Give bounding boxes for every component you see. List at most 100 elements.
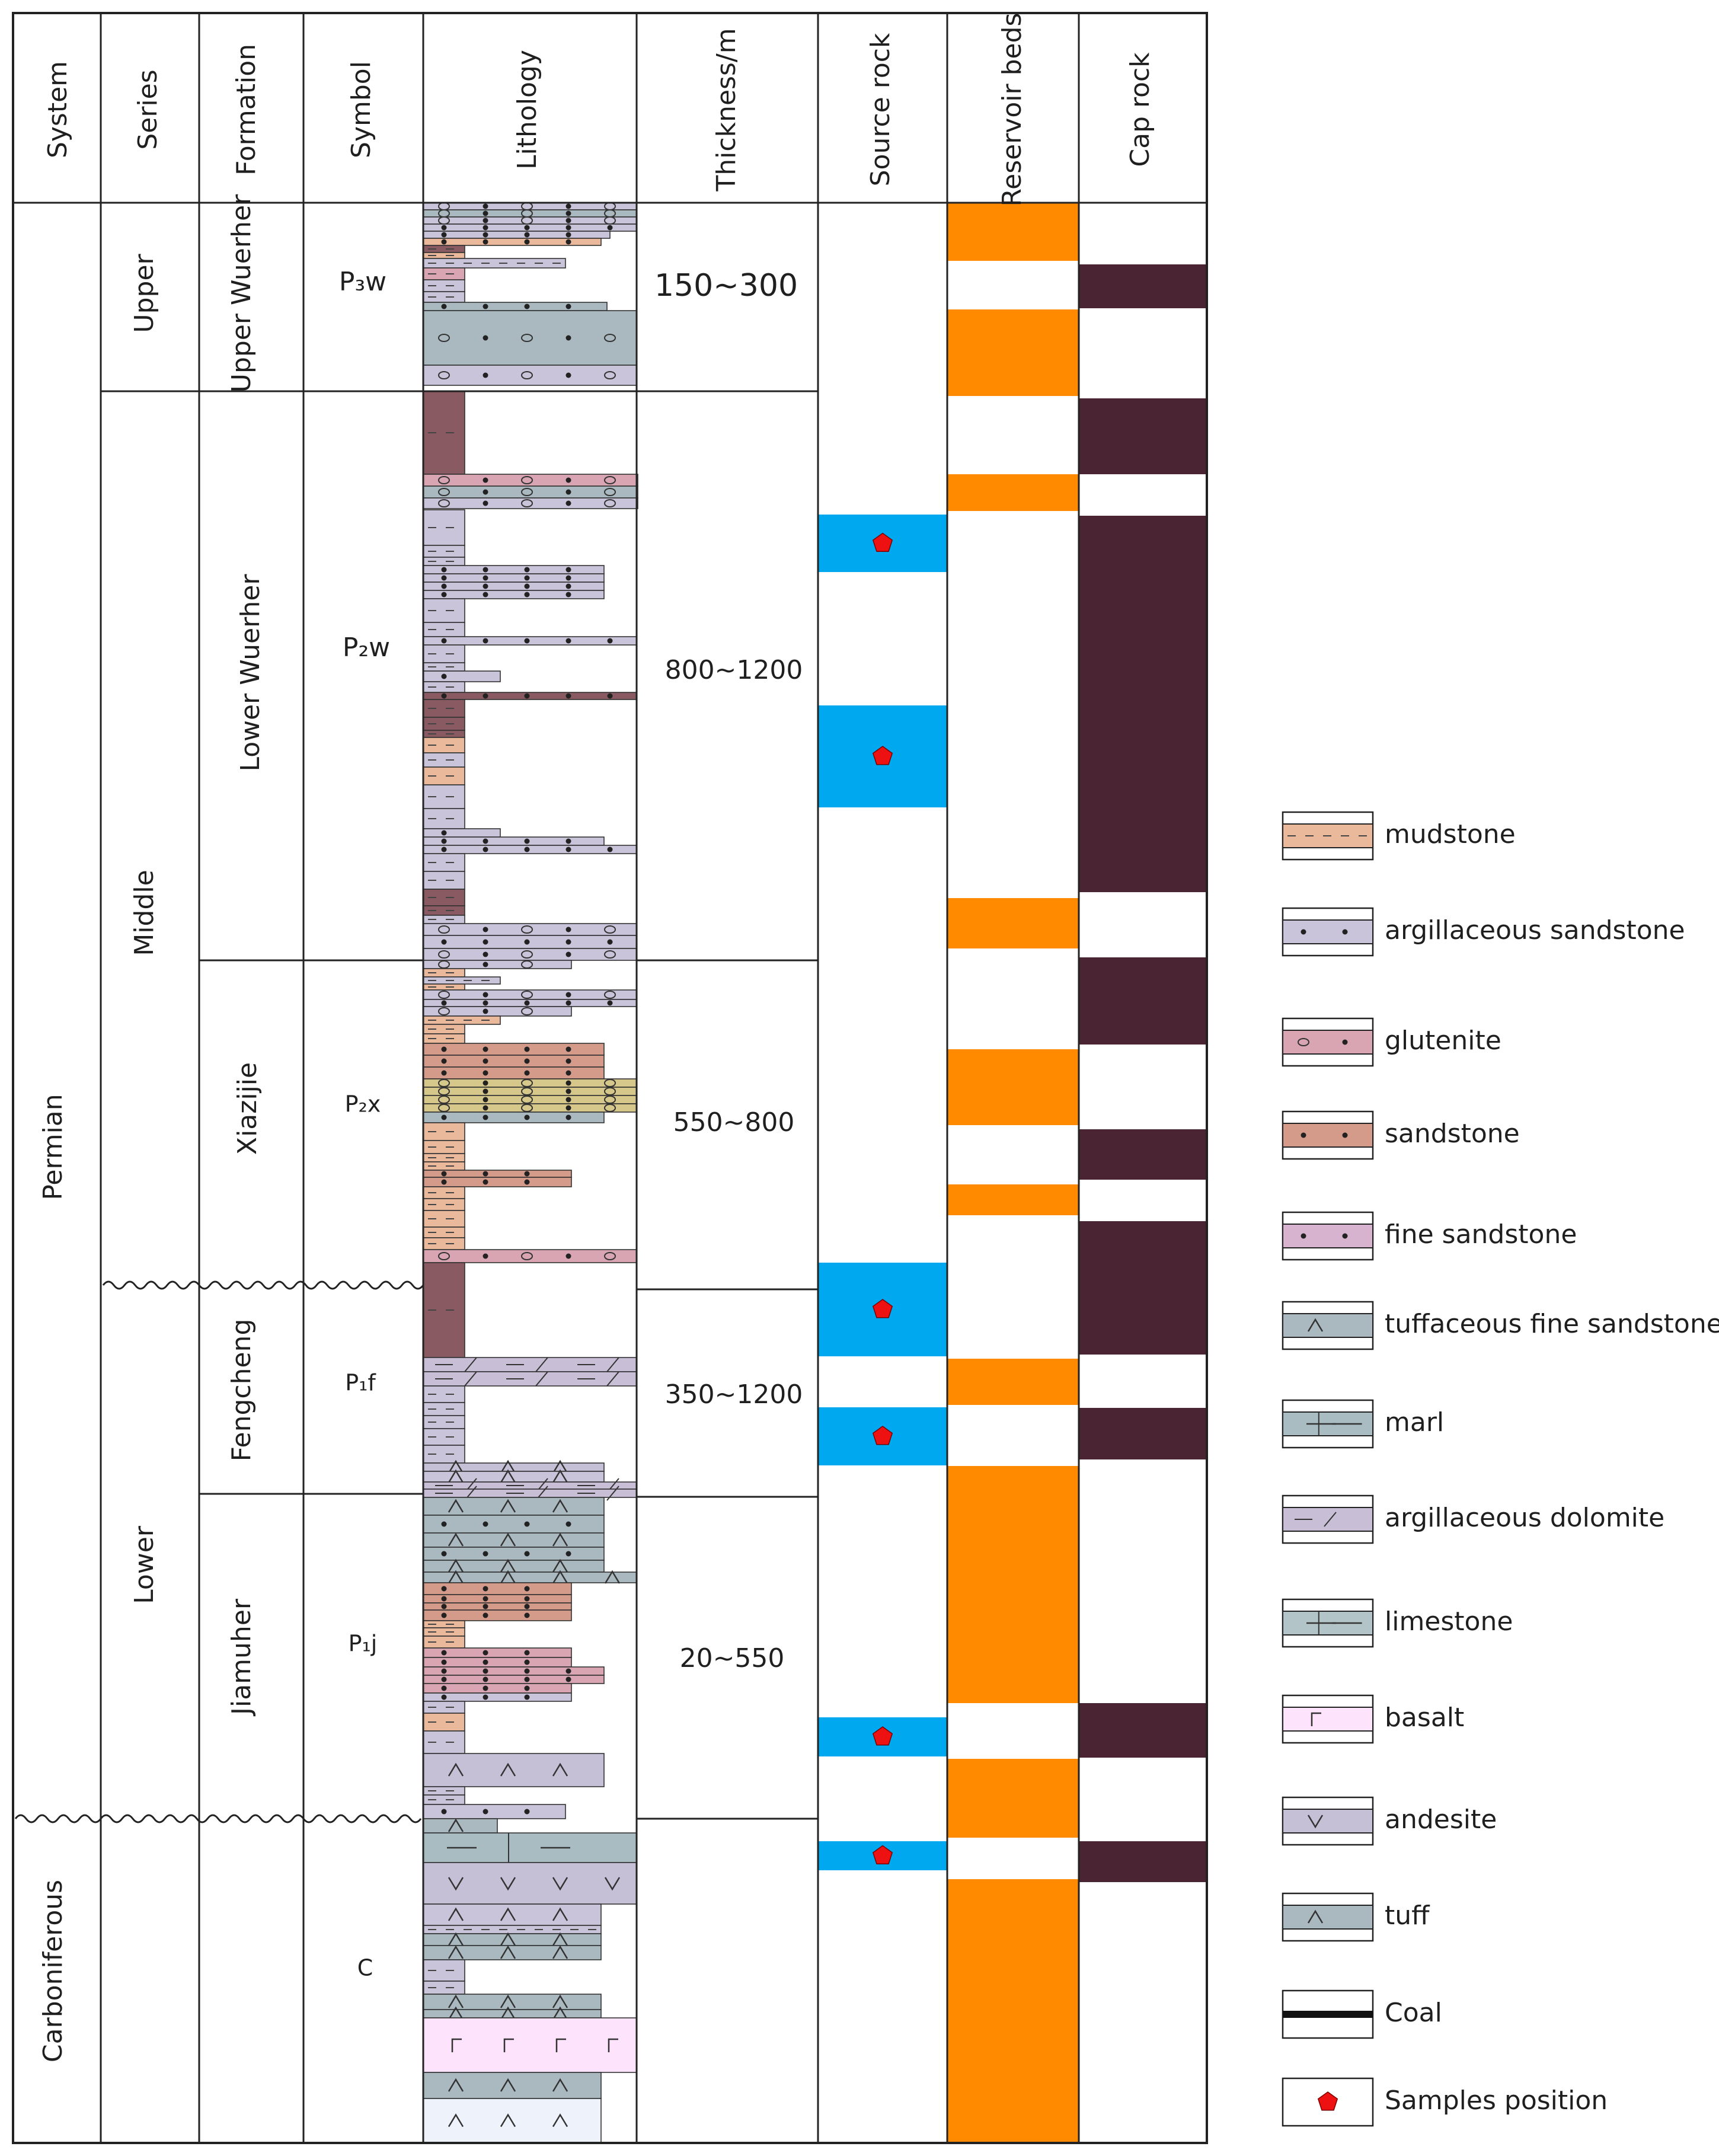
- legend-label: argillaceous sandstone: [1385, 915, 1685, 946]
- legend-label: tuffaceous fine sandstone: [1385, 1309, 1719, 1339]
- glutenite-pebble: [521, 991, 533, 999]
- sand-grain: [565, 951, 571, 957]
- sand-grain: [565, 939, 571, 945]
- glutenite-pebble: [604, 1079, 616, 1087]
- lithology-layer-95: [423, 1497, 605, 1516]
- lithology-layer-38: [423, 752, 465, 768]
- glutenite-pebble: [604, 499, 616, 507]
- sand-grain: [483, 1809, 488, 1815]
- series-lower: Lower: [129, 1525, 159, 1604]
- sand-grain: [565, 592, 571, 598]
- glutenite-pebble: [604, 1104, 616, 1112]
- lithology-layer-8: [423, 258, 566, 269]
- lithology-layer-128: [423, 1959, 465, 1982]
- sand-grain: [524, 1596, 530, 1602]
- legend-label: mudstone: [1385, 819, 1516, 849]
- lithology-layer-5: [423, 238, 602, 246]
- sand-grain: [565, 500, 571, 506]
- sand-grain: [483, 1008, 488, 1014]
- lithology-layer-3: [423, 223, 637, 232]
- lithology-layer-113: [423, 1692, 572, 1702]
- tuff-mark: [500, 1994, 516, 2008]
- lithology-layer-9: [423, 267, 465, 280]
- sand-grain: [524, 1676, 530, 1682]
- basalt-mark: [608, 2038, 618, 2052]
- lithology-layer-25: [423, 590, 605, 599]
- lithology-layer-57: [423, 989, 637, 1000]
- glutenite-pebble: [438, 499, 450, 507]
- legend-swatch-fill: [1282, 1313, 1373, 1338]
- sand-grain: [565, 1676, 571, 1682]
- system-permian: Permian: [38, 1094, 68, 1200]
- header-lithology: Lithology: [512, 50, 542, 170]
- cap-rock-1: [1079, 398, 1207, 474]
- glutenite-pebble: [438, 960, 450, 969]
- lithology-band: [423, 2017, 637, 2073]
- tuff-mark: [500, 1945, 516, 1959]
- dolomite-mark: [535, 1357, 548, 1372]
- glutenite-pebble: [438, 1252, 450, 1260]
- tuff-mark: [448, 1558, 464, 1573]
- sand-grain: [441, 304, 447, 309]
- sand-grain: [441, 239, 447, 245]
- tuff-mark: [552, 1532, 568, 1547]
- lithology-layer-102: [423, 1594, 572, 1604]
- tuff-mark: [1307, 1909, 1324, 1924]
- lithology-layer-35: [423, 717, 465, 731]
- sample-marker-icon: [872, 746, 893, 765]
- tuff-mark: [500, 1499, 516, 1513]
- lithology-band: [423, 935, 637, 949]
- lithology-layer-118: [423, 1786, 465, 1796]
- lithology-band: [423, 223, 637, 232]
- series-middle: Middle: [129, 870, 159, 956]
- sand-grain: [441, 1046, 447, 1052]
- legend-label: Samples position: [1385, 2085, 1608, 2116]
- sand-grain: [483, 500, 488, 506]
- lithology-band: [423, 486, 638, 499]
- sand-grain: [441, 1114, 447, 1120]
- sand-grain: [483, 1685, 488, 1691]
- sand-grain: [565, 203, 571, 209]
- legend-item-glutenite: glutenite: [1282, 1017, 1501, 1067]
- sand-grain: [441, 1659, 447, 1665]
- sand-grain: [565, 372, 571, 378]
- legend-swatch-fill: [1282, 1905, 1373, 1930]
- glutenite-pebble: [438, 991, 450, 999]
- sand-grain: [441, 939, 447, 945]
- sand-grain: [524, 1612, 530, 1618]
- lithology-layer-76: [423, 1177, 572, 1187]
- sand-grain: [524, 1521, 530, 1527]
- sand-grain: [483, 951, 488, 957]
- table-frame: [12, 12, 1208, 2144]
- header-reservoir-beds: Reservoir beds: [997, 13, 1027, 207]
- tuff-mark: [552, 1945, 568, 1959]
- lithology-layer-124: [423, 1903, 602, 1926]
- sand-grain: [565, 304, 571, 309]
- sand-grain: [441, 567, 447, 573]
- legend-item-andesite: andesite: [1282, 1796, 1497, 1846]
- lithology-layer-44: [423, 845, 637, 854]
- lithology-layer-23: [423, 573, 605, 583]
- sand-grain: [607, 1000, 613, 1006]
- legend-label: fine sandstone: [1385, 1219, 1577, 1250]
- sand-grain: [483, 304, 488, 309]
- sand-grain: [483, 1521, 488, 1527]
- lithology-band: [423, 692, 637, 700]
- lithology-layer-67: [423, 1087, 637, 1096]
- tuff-mark: [448, 2006, 464, 2020]
- lithology-layer-99: [423, 1558, 605, 1573]
- lithology-layer-103: [423, 1602, 572, 1611]
- sand-grain: [524, 1046, 530, 1052]
- unconformity-permian-internal: [102, 1280, 424, 1290]
- basalt-mark: [555, 2038, 566, 2052]
- glutenite-pebble: [438, 1104, 450, 1112]
- glutenite-pebble: [521, 1079, 533, 1087]
- lithology-layer-86: [423, 1385, 465, 1403]
- lithology-layer-117: [423, 1753, 605, 1787]
- glutenite-pebble: [521, 488, 533, 496]
- lithology-band: [423, 836, 605, 846]
- sand-grain: [441, 830, 447, 836]
- lithology-layer-89: [423, 1428, 465, 1446]
- header-thickness: Thickness/m: [711, 28, 742, 191]
